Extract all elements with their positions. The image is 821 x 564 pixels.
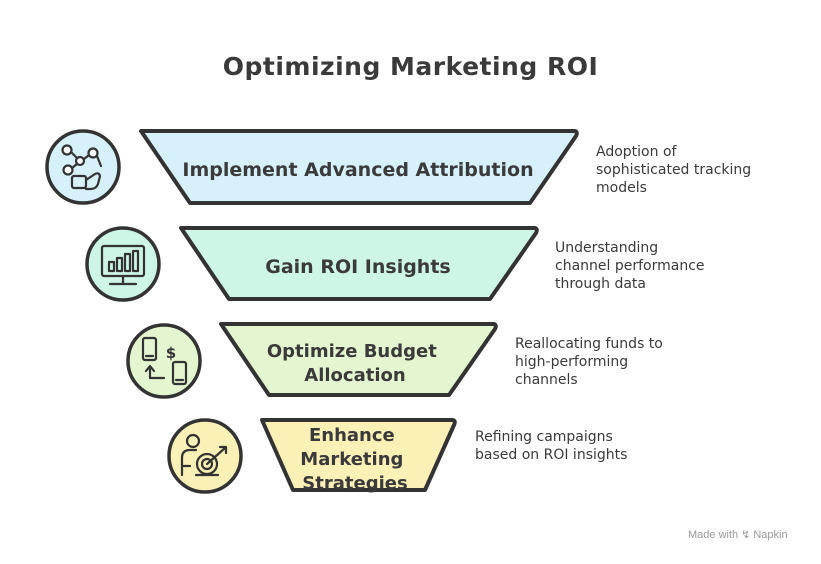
- dollar-sign-icon: $: [166, 344, 176, 362]
- funnel-stage-3: Optimize Budget Allocation: [219, 322, 498, 397]
- stage-3-description: Reallocating funds to high-performing ch…: [515, 335, 725, 389]
- stage-2-label-line: Gain ROI Insights: [265, 256, 450, 278]
- person-target-icon: [167, 418, 243, 494]
- stage-1-description-line: models: [596, 180, 647, 196]
- watermark-prefix: Made with: [688, 529, 739, 541]
- stage-2-description: Understanding channel performance throug…: [555, 239, 765, 293]
- watermark-brand: Napkin: [753, 529, 788, 541]
- icon-circle-4: [167, 418, 243, 494]
- stage-3-label-line-2: Allocation: [304, 365, 405, 386]
- stage-2-description-line: through data: [555, 276, 646, 292]
- stage-1-description-line: Adoption of: [596, 144, 677, 160]
- napkin-watermark[interactable]: Made with↯Napkin: [688, 528, 788, 541]
- stage-1-label-line: Implement Advanced Attribution: [182, 159, 533, 181]
- stage-3-description-line: channels: [515, 372, 578, 388]
- stage-2-label: Gain ROI Insights: [265, 256, 450, 278]
- monitor-bar-chart-icon: [85, 226, 161, 302]
- napkin-logo-icon: ↯: [741, 529, 751, 541]
- stage-2-description-line: channel performance: [555, 258, 705, 274]
- icon-circle-3: [126, 323, 202, 399]
- funnel-band-4: [260, 418, 457, 492]
- stage-4-description: Refining campaigns based on ROI insights: [475, 428, 685, 464]
- stage-4-label-line-2: Marketing: [300, 449, 403, 470]
- stage-4-description-line: based on ROI insights: [475, 447, 628, 463]
- stage-1-label: Implement Advanced Attribution: [182, 159, 533, 181]
- stage-2-description-line: Understanding: [555, 240, 659, 256]
- stage-4-label: Enhance Marketing Strategies: [300, 425, 409, 494]
- icon-circle-1: [45, 129, 121, 205]
- stage-3-description-line: Reallocating funds to: [515, 336, 663, 352]
- funnel-band-3: [219, 322, 498, 397]
- stage-3-description-line: high-performing: [515, 354, 629, 370]
- funnel-stage-2: Gain ROI Insights: [179, 226, 539, 301]
- stage-4-label-line-3: Strategies: [302, 473, 407, 494]
- stage-4-label-line-1: Enhance: [309, 425, 395, 446]
- funnel-band-1: [139, 129, 579, 205]
- stage-3-label-line-1: Optimize Budget: [267, 341, 437, 362]
- funnel-stage-1: Implement Advanced Attribution: [139, 129, 579, 205]
- network-hand-icon: [45, 129, 121, 205]
- stage-1-description-line: sophisticated tracking: [596, 162, 752, 178]
- funnel-band-2: [179, 226, 539, 301]
- stage-1-description: Adoption of sophisticated tracking model…: [596, 143, 806, 197]
- stage-4-description-line: Refining campaigns: [475, 429, 613, 445]
- funnel-stage-4: Enhance Marketing Strategies: [260, 418, 457, 494]
- stage-3-label: Optimize Budget Allocation: [267, 341, 443, 386]
- money-transfer-icon: $: [126, 323, 202, 399]
- diagram-title: Optimizing Marketing ROI: [222, 52, 599, 81]
